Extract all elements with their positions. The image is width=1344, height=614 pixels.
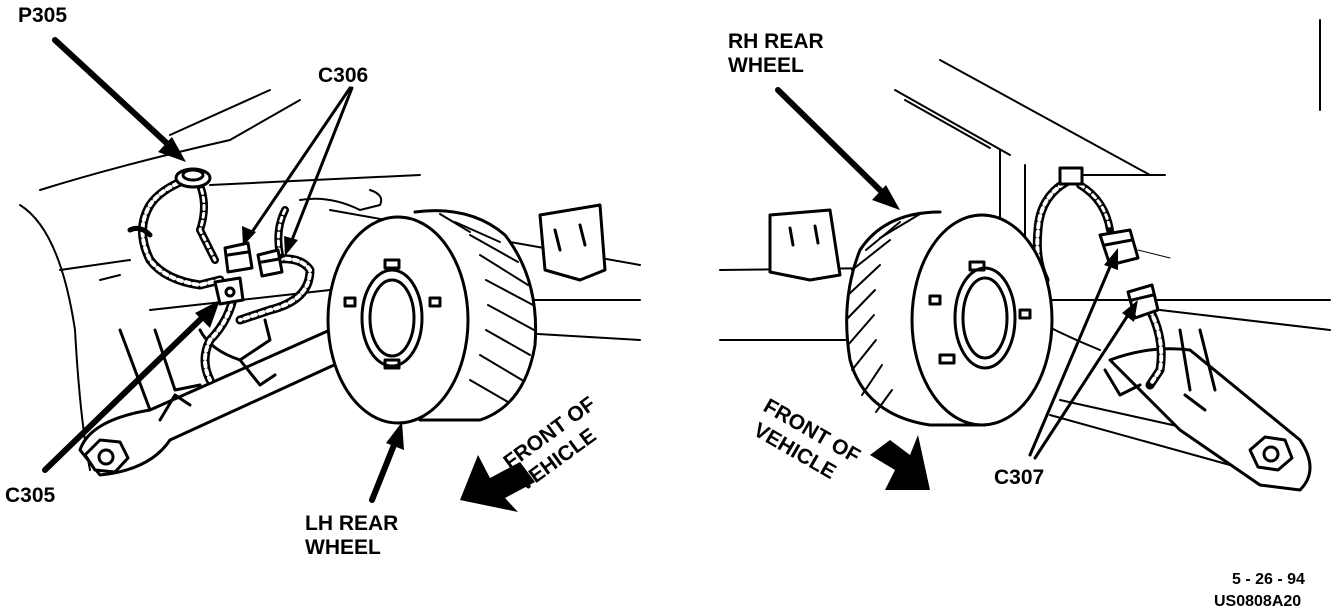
label-c307: C307 (994, 466, 1044, 489)
right-view: RH REAR WHEEL FRONT OF VEHICLE C307 (719, 19, 1331, 492)
label-c305: C305 (5, 484, 56, 507)
left-spring-bracket (538, 203, 607, 282)
right-spring-bracket (768, 208, 842, 282)
left-view: P305 C306 C305 LH REAR WHEEL FRONT OF VE… (5, 4, 641, 559)
lh-brake-drum (326, 209, 538, 425)
figure-id: US0808A20 (1214, 593, 1301, 610)
label-rh-wheel-line1: RH REAR (728, 30, 824, 53)
c306-connectors (223, 241, 284, 278)
front-of-vehicle-arrow-right (870, 435, 930, 490)
left-axle-nut (83, 438, 130, 474)
left-leader-arrows (42, 37, 535, 512)
front-of-vehicle-arrow-left (460, 455, 535, 512)
right-leader-arrows (775, 87, 1138, 490)
rh-brake-drum (845, 210, 1054, 427)
figure-date: 5 - 26 - 94 (1232, 571, 1305, 588)
p305-grommet (174, 167, 212, 189)
label-c306: C306 (318, 64, 368, 87)
right-axle-nut (1248, 435, 1294, 472)
c307-connectors (1098, 228, 1160, 320)
c305-connector (213, 276, 245, 306)
label-lh-wheel-line2: WHEEL (305, 536, 381, 559)
label-rh-wheel-line2: WHEEL (728, 54, 804, 77)
label-lh-wheel-line1: LH REAR (305, 512, 398, 535)
right-clip (1058, 166, 1084, 186)
label-p305: P305 (18, 4, 67, 27)
